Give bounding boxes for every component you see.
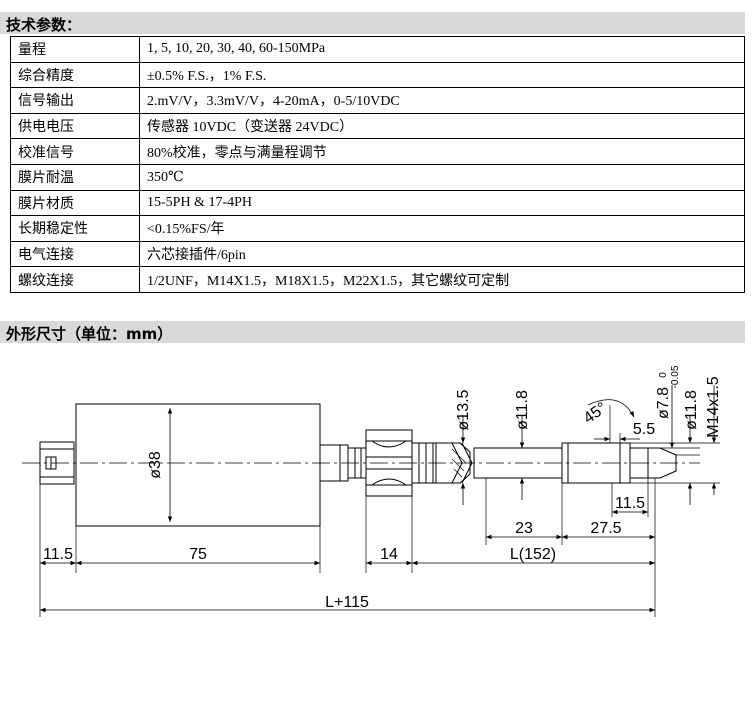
dim-27-5: 27.5: [590, 520, 621, 537]
housing-body: [75, 403, 321, 527]
dimension-drawing: ø38 11.5 75 14 L(152) L+115 23 27.5 11.5…: [22, 365, 722, 617]
spec-label: 供电电压: [10, 112, 140, 140]
spec-label: 综合精度: [10, 61, 140, 89]
dim-dia-13-5: ø13.5: [455, 389, 472, 430]
spec-value: 80%校准，零点与满量程调节: [139, 138, 745, 165]
tol-lower: -0.05: [670, 365, 681, 388]
spec-value: 15-5PH & 17-4PH: [139, 189, 745, 217]
sensor-outline: [39, 403, 677, 527]
spec-label: 电气连接: [10, 240, 140, 268]
dim-dia-38: ø38: [147, 451, 164, 479]
spec-value: 六芯接插件/6pin: [139, 240, 745, 268]
extension-lines: [39, 405, 720, 617]
dim-thread-m14: M14x1.5: [705, 376, 722, 437]
spec-value: 350℃: [139, 163, 745, 191]
dim-dia-11-8-stem: ø11.8: [514, 390, 531, 430]
spec-row: 长期稳定性<0.15%FS/年: [10, 215, 745, 242]
spec-label: 长期稳定性: [10, 215, 140, 242]
spec-label: 信号输出: [10, 87, 140, 114]
spec-section-header: 技术参数：: [0, 12, 745, 34]
spec-label: 膜片材质: [10, 189, 140, 217]
spec-row: 供电电压传感器 10VDC（变送器 24VDC）: [10, 112, 745, 140]
spec-label: 量程: [10, 36, 140, 63]
dimension-section-title: 外形尺寸（单位：mm）: [6, 325, 173, 343]
spec-label: 膜片耐温: [10, 163, 140, 191]
spec-row: 综合精度±0.5% F.S.，1% F.S.: [10, 61, 745, 89]
spec-row: 电气连接六芯接插件/6pin: [10, 240, 745, 268]
dim-75: 75: [189, 546, 207, 563]
spec-value: 2.mV/V，3.3mV/V，4-20mA，0-5/10VDC: [139, 87, 745, 114]
connector-body: [39, 441, 75, 485]
spec-value: 1, 5, 10, 20, 30, 40, 60-150MPa: [139, 36, 745, 63]
dim-5-5: 5.5: [633, 421, 655, 438]
spec-label: 校准信号: [10, 138, 140, 165]
spec-value: ±0.5% F.S.，1% F.S.: [139, 61, 745, 89]
spec-value: 传感器 10VDC（变送器 24VDC）: [139, 112, 745, 140]
dimension-lines: [40, 385, 717, 613]
spec-value: <0.15%FS/年: [139, 215, 745, 242]
dim-23: 23: [515, 520, 533, 537]
dim-dia-7-8: ø7.8: [655, 387, 672, 419]
angle-45: 45°: [581, 399, 611, 427]
spec-section-title: 技术参数：: [6, 16, 82, 34]
dimension-section-header: 外形尺寸（单位：mm）: [0, 321, 745, 343]
dim-14: 14: [380, 546, 398, 563]
dim-L152: L(152): [510, 546, 556, 563]
tol-upper: 0: [658, 372, 669, 378]
dim-11-5-left: 11.5: [43, 546, 73, 563]
spec-label: 螺纹连接: [10, 266, 140, 293]
thread-hatching: [451, 448, 467, 478]
dim-11-5-tip: 11.5: [615, 495, 645, 512]
spec-value: 1/2UNF，M14X1.5，M18X1.5，M22X1.5，其它螺纹可定制: [139, 266, 745, 293]
dim-dia-11-8-tip: ø11.8: [683, 390, 700, 430]
threaded-tip: [561, 442, 631, 484]
dim-L115: L+115: [325, 594, 369, 611]
